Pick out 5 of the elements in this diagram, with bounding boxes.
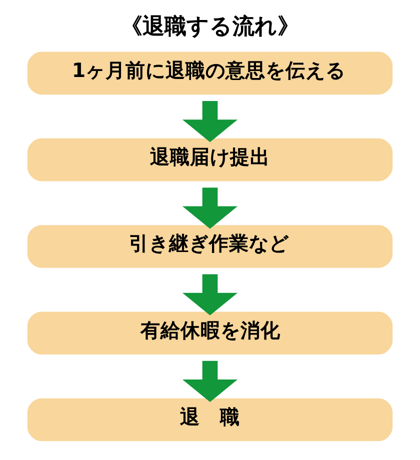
arrow (182, 101, 238, 142)
arrow (182, 274, 238, 316)
arrow (182, 188, 238, 229)
arrow (182, 360, 238, 402)
diagram-title: 《退職する流れ》 (120, 14, 300, 40)
